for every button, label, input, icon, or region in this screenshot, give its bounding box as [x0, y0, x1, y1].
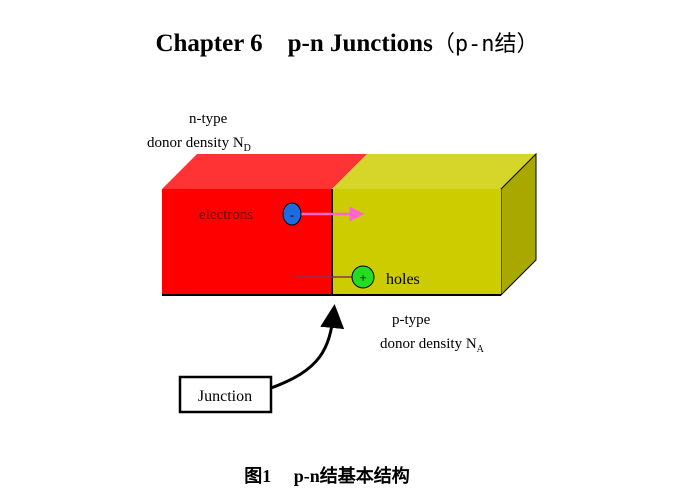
figure-caption: 图1 p-n结基本结构	[0, 462, 654, 488]
page-title: Chapter 6 p-n Junctions（p-n结）	[0, 26, 694, 58]
electron-icon	[282, 202, 302, 226]
electrons-label: electrons	[199, 207, 253, 223]
hole-sign: +	[359, 270, 366, 285]
n-type-label: n-type	[189, 111, 228, 127]
junction-label: Junction	[198, 388, 252, 405]
p-type-label: p-type	[392, 312, 431, 328]
n-density-label: donor density ND	[147, 135, 251, 154]
junction-box	[178, 375, 273, 414]
n-region-top	[162, 154, 367, 189]
n-region-front	[162, 189, 332, 295]
electron-sign: -	[290, 208, 294, 222]
p-density-label: donor density NA	[380, 336, 485, 355]
caption-text: p-n结基本结构	[293, 466, 410, 486]
holes-label: holes	[386, 271, 420, 288]
title-cn: （p-n结）	[432, 32, 539, 57]
title-main: Chapter 6 p-n Junctions	[155, 30, 433, 57]
junction-pointer-arrow	[270, 304, 345, 390]
hole-icon	[351, 265, 375, 289]
p-region-top	[332, 154, 536, 189]
caption-fig: 图1	[244, 466, 272, 486]
